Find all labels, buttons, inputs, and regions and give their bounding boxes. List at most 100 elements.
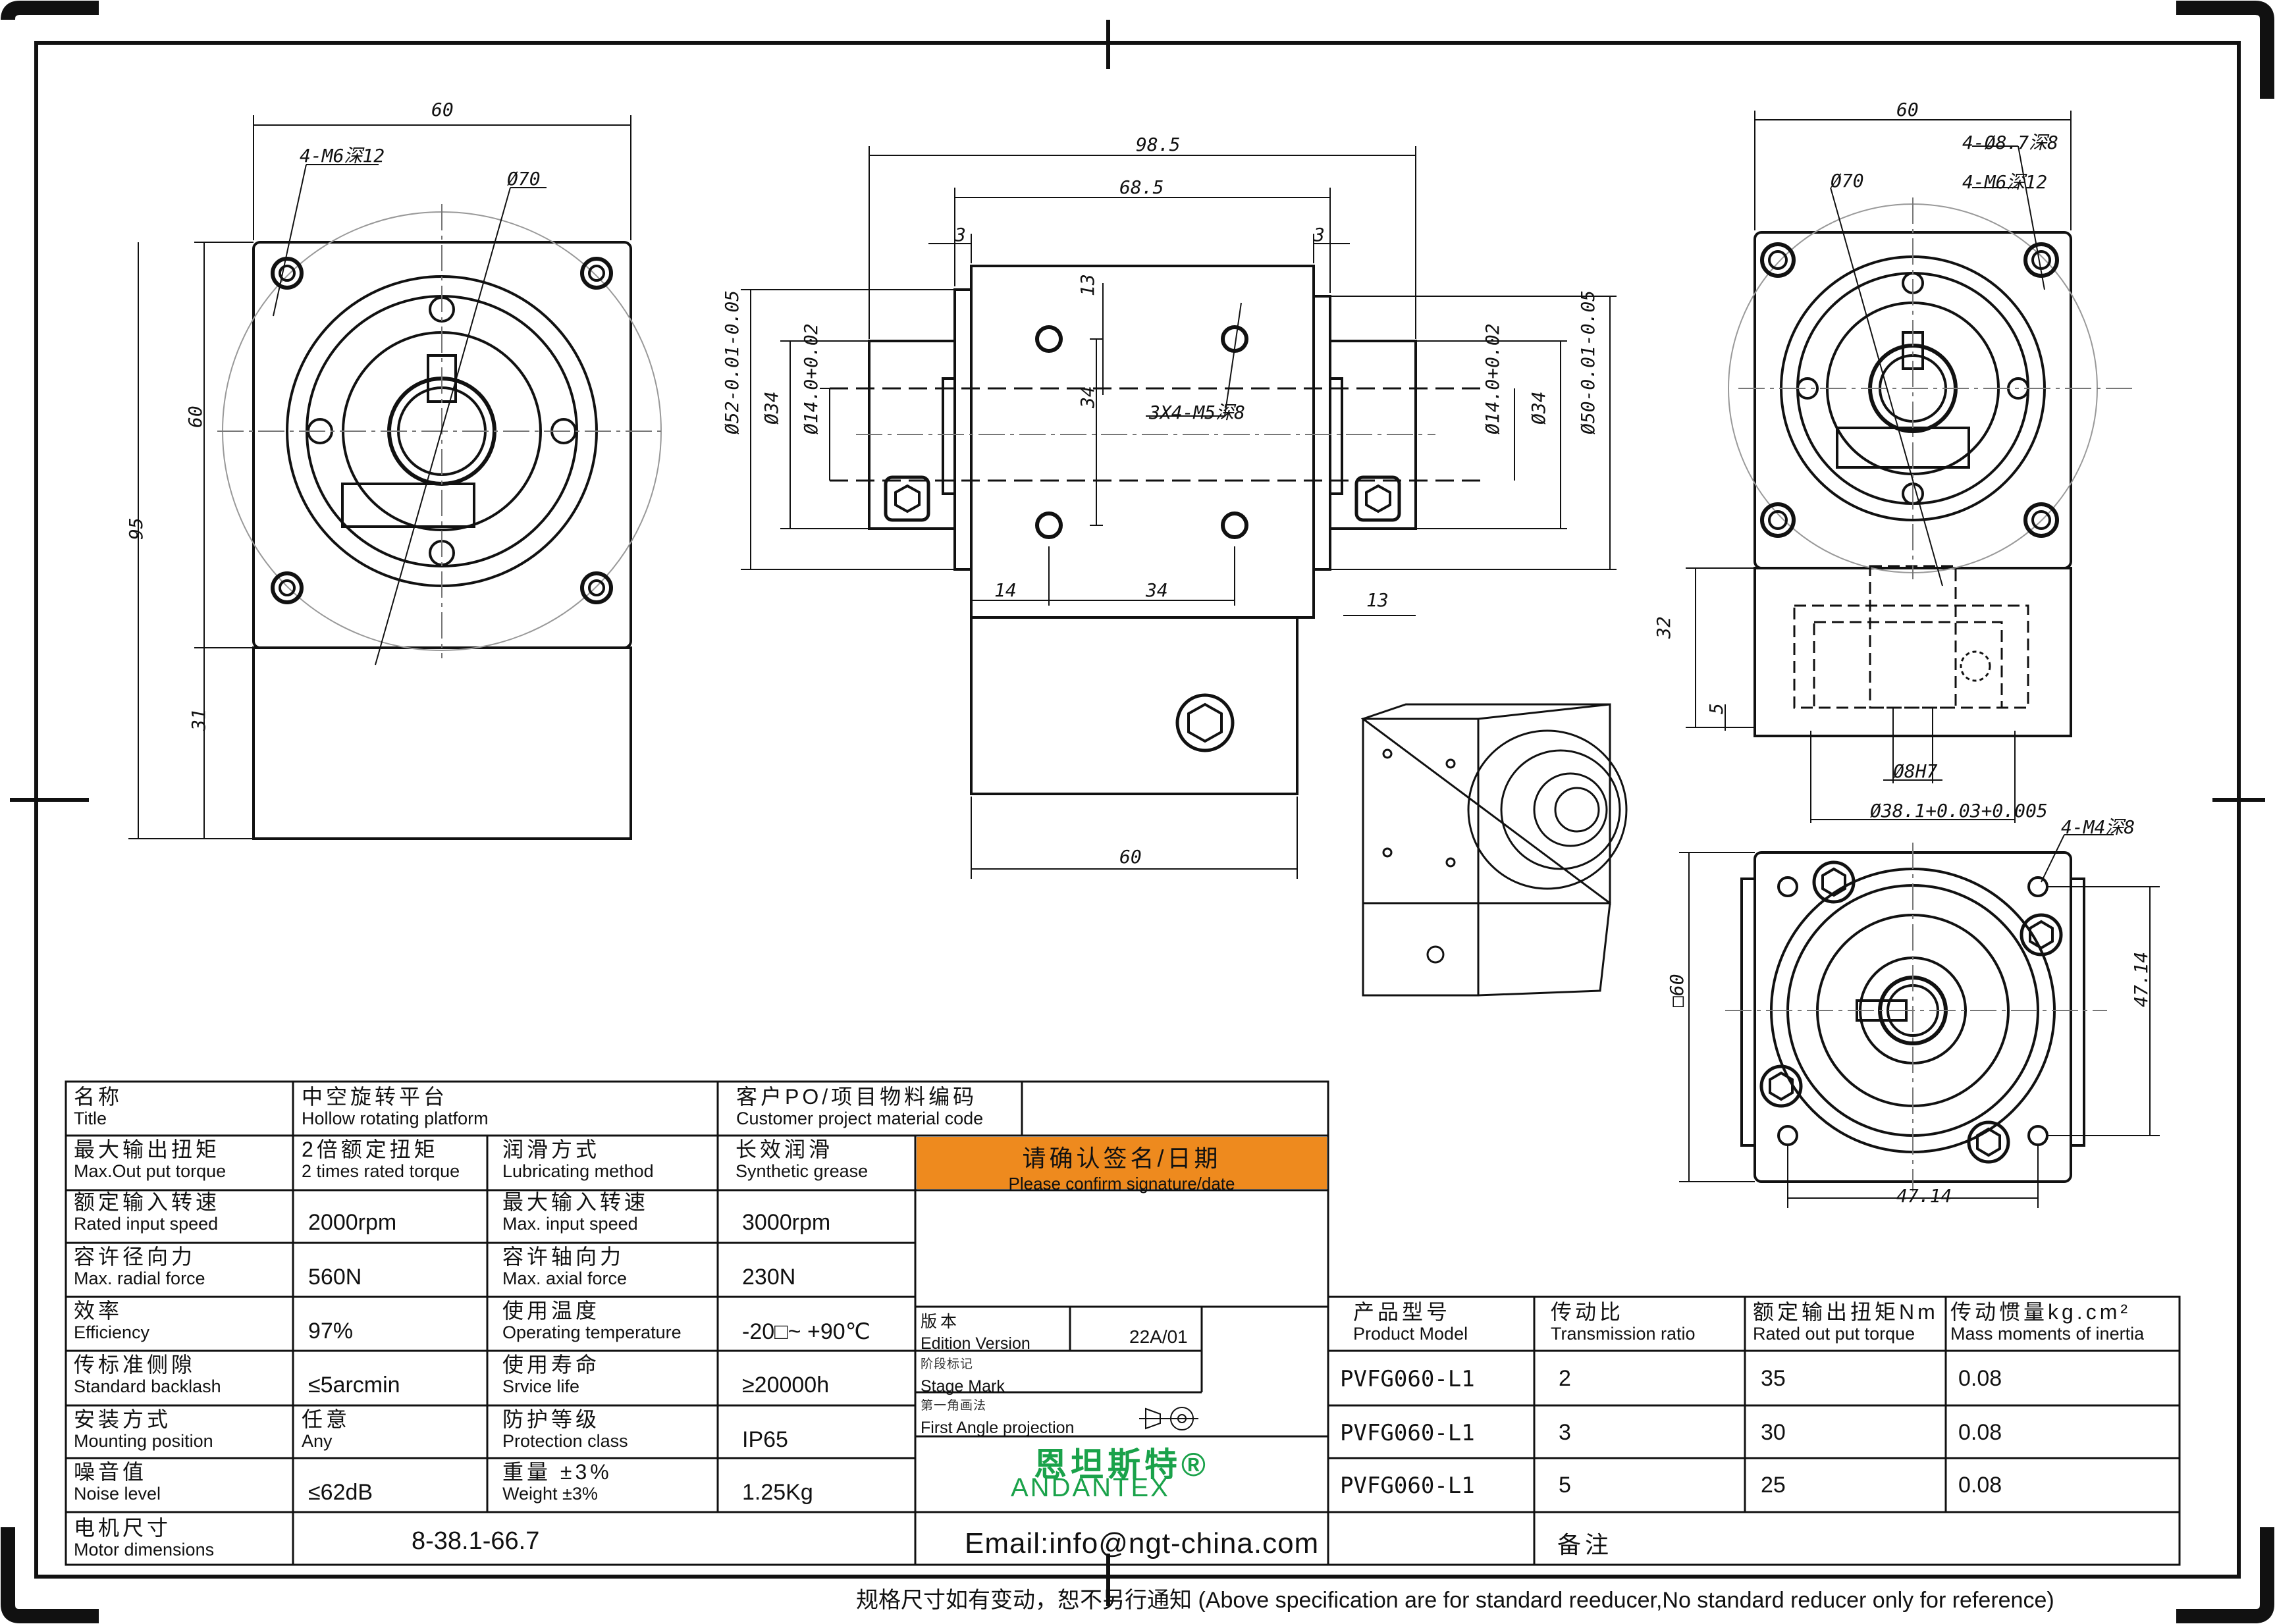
dimension-label: 4-M4深8 [2061, 816, 2135, 838]
dimension-label: 14 [994, 579, 1017, 601]
model-table-cell: 2 [1559, 1366, 1571, 1391]
spec-label: 重量 ±3%Weight ±3% [502, 1460, 612, 1504]
spec-value: 97% [308, 1319, 354, 1344]
stage-mark-label: 阶段标记 Stage Mark [921, 1357, 1005, 1396]
dimension-label: 34 [1146, 579, 1168, 601]
projection-label: 第一角画法 First Angle projection [921, 1399, 1075, 1437]
dimension-label: 3 [1314, 224, 1325, 246]
title-value: 中空旋转平台 Hollow rotating platform [302, 1085, 489, 1128]
model-table-cell: 35 [1761, 1366, 1786, 1391]
edition-label: 版本 Edition Version [921, 1313, 1030, 1353]
model-table-cell: PVFG060-L1 [1340, 1473, 1475, 1499]
right-view [1686, 111, 2133, 823]
dimension-label: 47.14 [1896, 1185, 1952, 1207]
dimension-label: □60 [1666, 974, 1688, 1007]
first-angle-projection-icon [1139, 1407, 1198, 1430]
front-view [741, 146, 1617, 879]
dimension-label: Ø34 [1528, 391, 1549, 425]
edition-value: 22A/01 [1129, 1326, 1188, 1347]
model-table-cell: 3 [1559, 1420, 1571, 1445]
dimension-label: 4-Ø8.7深8 [1962, 132, 2059, 153]
dimension-label: 31 [188, 708, 209, 731]
customer-po-label: 客户PO/项目物料编码 Customer project material co… [736, 1085, 984, 1128]
dimension-label: 60 [431, 99, 454, 120]
confirm-signature-banner: 请确认签名/日期 Please confirm signature/date [917, 1137, 1327, 1193]
model-table-cell: 0.08 [1958, 1420, 2002, 1445]
motor-dimensions-label: 电机尺寸 Motor dimensions [74, 1516, 215, 1559]
dimension-label: 47.14 [2130, 951, 2152, 1007]
dimension-label: 3 [955, 224, 966, 246]
dimension-label: 34 [1077, 386, 1098, 408]
spec-value: 2000rpm [308, 1210, 397, 1235]
title-label: 名称 Title [74, 1085, 123, 1128]
model-table-cell: 0.08 [1958, 1366, 2002, 1391]
dimension-label: 68.5 [1119, 176, 1164, 198]
model-table-cell: 0.08 [1958, 1473, 2002, 1498]
logo-en: ANDANTEX [1011, 1473, 1170, 1502]
dimension-label: 3X4-M5深8 [1149, 402, 1246, 423]
model-table-cell: 25 [1761, 1473, 1786, 1498]
bottom-view [1679, 834, 2160, 1208]
dimension-label: 60 [1119, 846, 1142, 868]
model-table-cell: PVFG060-L1 [1340, 1366, 1475, 1392]
spec-value: IP65 [742, 1427, 788, 1452]
dimension-label: Ø70 [1831, 170, 1864, 192]
spec-value: ≤5arcmin [308, 1373, 400, 1398]
dimension-label: Ø8H7 [1893, 760, 1938, 782]
model-table-cell: 30 [1761, 1420, 1786, 1445]
dimension-label: Ø50-0.01-0.05 [1577, 290, 1599, 434]
spec-value: ≤62dB [308, 1480, 373, 1505]
model-table-cell: 5 [1559, 1473, 1571, 1498]
dimension-label: Ø14.0+0.02 [1482, 323, 1503, 434]
dimension-label: 60 [1896, 99, 1919, 120]
left-view [128, 115, 665, 840]
spec-value: 560N [308, 1265, 362, 1290]
dimension-label: Ø34 [761, 391, 782, 425]
dimension-label: Ø38.1+0.03+0.005 [1870, 800, 2048, 822]
dimension-label: Ø52-0.01-0.05 [721, 290, 743, 434]
motor-dimensions-value: 8-38.1-66.7 [412, 1527, 540, 1555]
logo-zh: 恩坦斯特® [1034, 1446, 1210, 1483]
footer-note: 规格尺寸如有变动，恕不另行通知 (Above specification are… [856, 1588, 2054, 1613]
dimension-label: 95 [125, 517, 147, 540]
dimension-label: 5 [1705, 703, 1727, 714]
model-table-cell: PVFG060-L1 [1340, 1420, 1475, 1446]
dimension-label: Ø70 [507, 168, 541, 190]
dimension-label: 4-M6深12 [300, 145, 385, 167]
spec-value: -20□~ +90℃ [742, 1319, 870, 1344]
dimension-label: 13 [1077, 274, 1098, 296]
isometric-view [1360, 703, 1628, 997]
dimension-label: 4-M6深12 [1962, 171, 2048, 193]
spec-value: ≥20000h [742, 1373, 830, 1398]
dimension-label: 32 [1653, 616, 1674, 639]
email-text: Email:info@ngt-china.com [965, 1527, 1320, 1559]
spec-value: 1.25Kg [742, 1480, 813, 1505]
remark-label: 备注 [1557, 1531, 1613, 1558]
dimension-label: 98.5 [1136, 134, 1181, 155]
spec-value: 230N [742, 1265, 796, 1290]
title-block-grid [65, 1080, 2181, 1566]
dimension-label: 13 [1366, 589, 1389, 611]
dimension-label: Ø14.0+0.02 [800, 323, 822, 434]
